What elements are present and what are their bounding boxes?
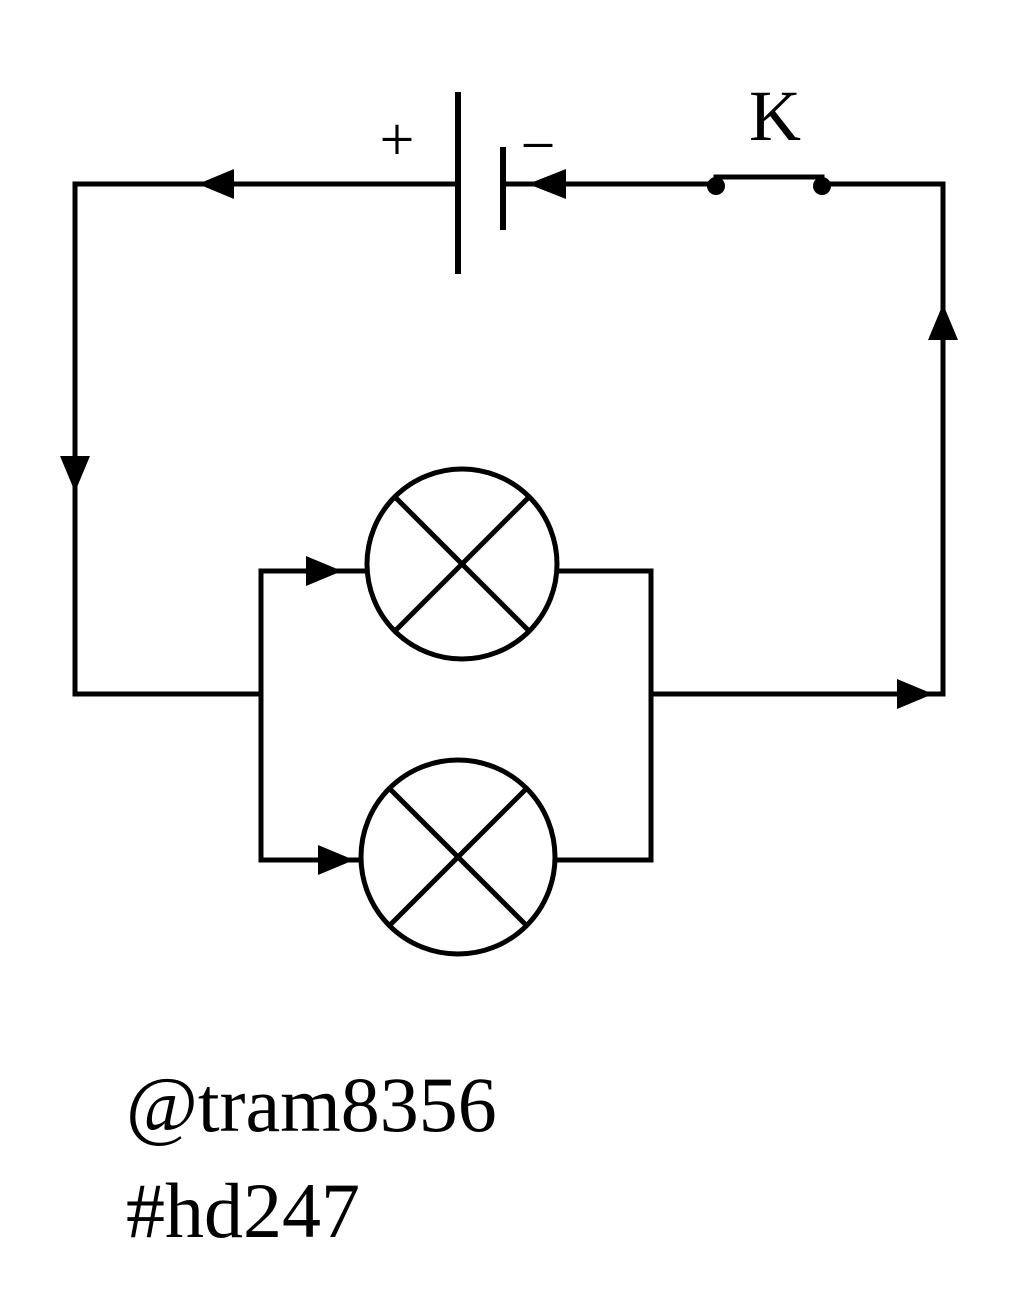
- arrow-left-down-icon: [60, 456, 90, 492]
- arrow-bottom-right-icon: [897, 679, 933, 709]
- current-arrows: [60, 169, 958, 875]
- arrow-top-left-icon: [198, 169, 234, 199]
- arrow-branch-top-icon: [306, 556, 342, 586]
- watermark-handle: @tram8356: [126, 1061, 497, 1148]
- lamp-1-icon: [364, 466, 560, 662]
- lamp-2-icon: [358, 757, 558, 957]
- switch-k-icon: K: [707, 76, 831, 195]
- arrow-right-up-icon: [928, 304, 958, 340]
- switch-contact-left: [707, 177, 725, 195]
- battery-negative-label: −: [521, 112, 556, 180]
- arrow-branch-bottom-icon: [318, 845, 354, 875]
- watermark-tag: #hd247: [126, 1167, 360, 1254]
- switch-label: K: [749, 76, 801, 156]
- switch-contact-right: [813, 177, 831, 195]
- lamp-2-cross-b: [388, 787, 528, 927]
- battery-icon: + −: [380, 92, 556, 274]
- battery-positive-label: +: [380, 106, 415, 174]
- arrow-top-right-icon: [528, 169, 566, 199]
- lamp-1-cross-b: [393, 495, 531, 633]
